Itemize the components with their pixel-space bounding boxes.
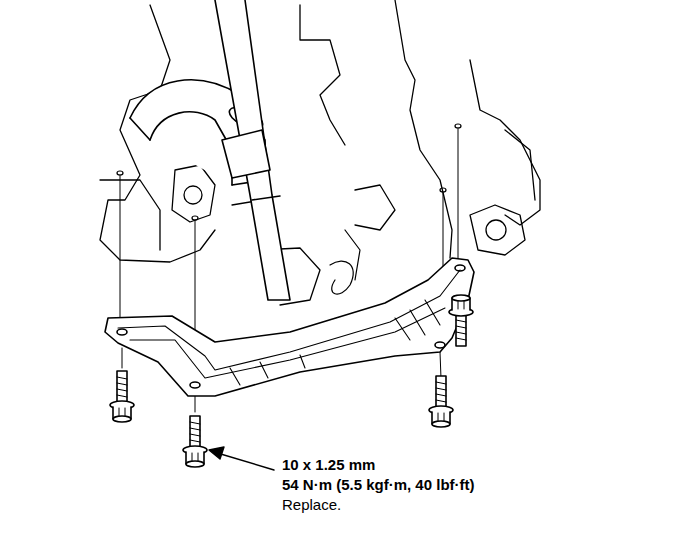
crossmember — [105, 258, 474, 396]
steering-shaft — [215, 0, 290, 300]
hole-mark — [117, 124, 461, 220]
bolt-size: 10 x 1.25 mm — [282, 455, 375, 474]
callout-arrow — [209, 447, 274, 470]
engine-outline — [100, 0, 540, 305]
replace-note: Replace. — [282, 495, 341, 514]
wire-harness — [330, 261, 353, 294]
wire-harness — [345, 230, 360, 280]
flange-bolt — [110, 295, 473, 467]
torque-spec: 54 N·m (5.5 kgf·m, 40 lbf·ft) — [282, 475, 475, 494]
